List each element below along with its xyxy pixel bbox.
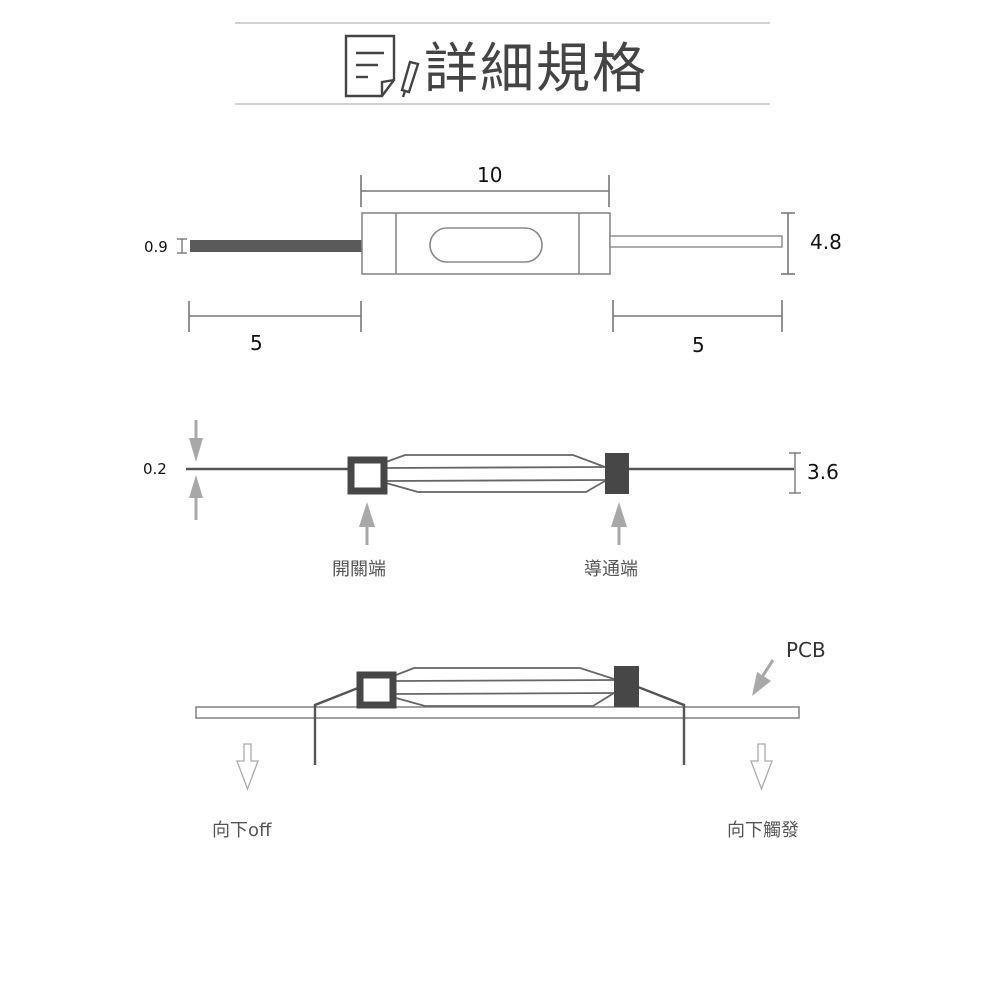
arrow-down-left-icon [752,672,771,696]
switch-end-contact [347,456,388,495]
pcb-pointer [752,659,775,696]
label-pcb: PCB [786,638,826,662]
down-off-arrow-icon [236,743,259,791]
arrow-up-icon [359,502,375,527]
arrow-up-icon [611,502,627,527]
right-lead [609,235,783,248]
header: 詳細規格 [235,22,770,105]
conduct-end-contact [605,453,629,494]
glass-tube [385,454,606,493]
bent-leads [313,685,686,765]
pcb-board [195,706,800,719]
switch-end-pointer [359,502,375,545]
mount-view: PCB 向下off 向下觸發 [195,638,826,841]
body-length-dimension [360,175,610,207]
top-view: 10 0.9 4.8 5 [144,163,842,357]
dim-lead-thickness: 0.9 [144,238,168,256]
body-window [429,227,543,263]
left-lead-length-dimension [188,301,362,332]
mounted-glass-tube [395,667,615,707]
switch-body [361,212,611,275]
dim-right-lead-length: 5 [692,333,705,357]
label-switch-end: 開關端 [332,559,386,580]
dim-wire-diameter: 0.2 [143,460,167,478]
label-down-trigger: 向下觸發 [727,820,799,841]
label-conduct-end: 導通端 [584,559,638,580]
dim-left-lead-length: 5 [250,331,263,355]
right-lead-length-dimension [612,300,783,332]
conduct-end-pointer [611,502,627,545]
glass-height-dimension [789,452,801,494]
arrow-up-icon [189,475,203,498]
wire-diameter-arrows [189,420,203,520]
lead-thickness-dimension [177,238,187,254]
side-view: 0.2 3.6 開關端 導通端 [143,420,839,580]
arrow-down-icon [189,438,203,462]
dim-body-length: 10 [477,163,502,187]
label-down-off: 向下off [212,820,272,841]
page-title: 詳細規格 [424,37,648,100]
mounted-switch-end-contact [356,671,397,709]
body-height-dimension [781,212,795,275]
down-trigger-arrow-icon [750,743,773,791]
dim-glass-height: 3.6 [807,460,839,484]
dim-body-height: 4.8 [810,230,842,254]
left-lead [190,240,362,252]
mounted-conduct-end-contact [614,666,639,707]
document-pen-icon [344,34,420,98]
